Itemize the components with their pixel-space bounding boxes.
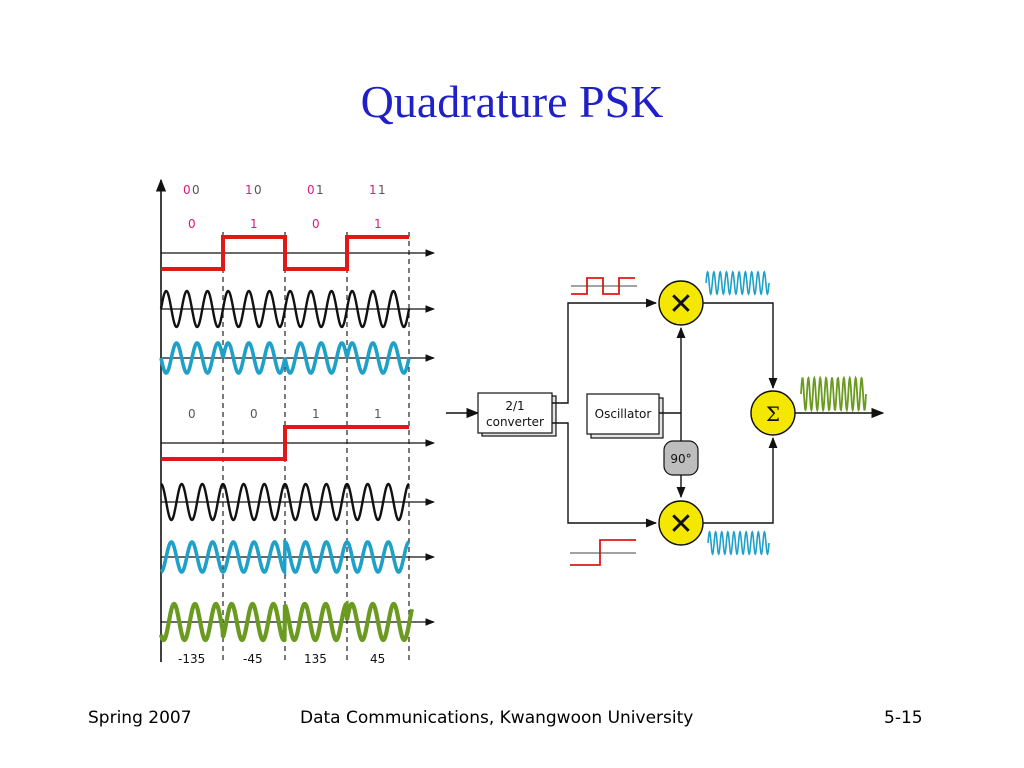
carrier-wave-q [160, 482, 410, 522]
modulator-block-diagram: 2/1 converter Oscillator 90° ✕ ✕ Σ [446, 270, 885, 566]
phase-shift-box [663, 440, 699, 476]
slide-title: Quadrature PSK [360, 76, 664, 127]
dibit-second-bit: 0 [192, 183, 200, 197]
phase-label: 45 [370, 652, 385, 666]
multiply-icon: ✕ [668, 507, 693, 542]
q-bit-label: 0 [188, 407, 196, 421]
dibit-first-bit: 0 [307, 183, 315, 197]
phase-label: -45 [243, 652, 263, 666]
dibit-second-bit: 0 [254, 183, 262, 197]
sigma-icon: Σ [766, 402, 780, 426]
q-bit-label: 1 [374, 407, 382, 421]
multiply-icon: ✕ [668, 287, 693, 322]
oscillator-label: Oscillator [595, 407, 652, 421]
qpsk-wave-icon [800, 375, 867, 413]
dibit-first-bit: 0 [183, 183, 191, 197]
q-branch-line [552, 422, 658, 528]
carrier-wave-i [159, 289, 411, 329]
oscillator-box [586, 393, 660, 435]
q-bit-label: 0 [250, 407, 258, 421]
i-component-wave [159, 341, 411, 375]
dibit-second-bit: 1 [316, 183, 324, 197]
i-bit-label: 1 [250, 217, 258, 231]
dibit-first-bit: 1 [245, 183, 253, 197]
footer-slide-number: 5-15 [884, 708, 923, 728]
q-modulated-wave-icon [707, 530, 770, 556]
i-branch-line [552, 298, 658, 404]
phase-label: 135 [304, 652, 327, 666]
phase-label: -135 [178, 652, 205, 666]
i-modulated-wave-icon [705, 270, 770, 296]
q-component-wave [160, 539, 410, 577]
footer-term: Spring 2007 [88, 708, 192, 728]
q-to-summer-line [703, 436, 778, 524]
q-bit-waveform [161, 425, 409, 461]
i-bit-label: 0 [312, 217, 320, 231]
q-bit-label: 1 [312, 407, 320, 421]
timing-diagram: 0 0 1 0 0 1 1 1 0 1 0 1 0 0 1 1 [155, 178, 435, 666]
converter-label-2: converter [486, 415, 544, 429]
i-bit-label: 1 [374, 217, 382, 231]
converter-box [477, 392, 553, 434]
footer-course: Data Communications, Kwangwoon Universit… [300, 708, 694, 728]
i-to-summer-line [703, 302, 778, 390]
dibit-first-bit: 1 [369, 183, 377, 197]
converter-label-1: 2/1 [505, 399, 524, 413]
dibit-second-bit: 1 [378, 183, 386, 197]
i-bit-label: 0 [188, 217, 196, 231]
phase-shift-label: 90° [670, 452, 691, 466]
qpsk-output-wave [158, 600, 415, 643]
i-bit-waveform [161, 235, 409, 271]
